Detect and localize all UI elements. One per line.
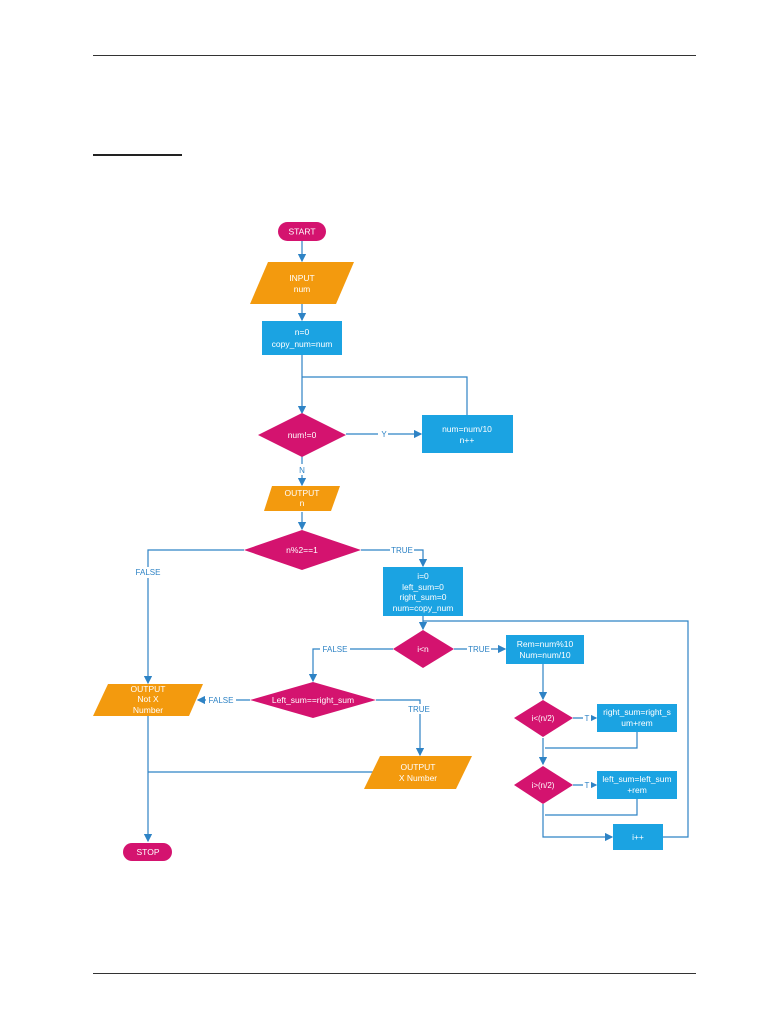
init-loop-box <box>383 567 463 616</box>
input-label-1: INPUT <box>289 273 315 283</box>
digit-step-label-2: n++ <box>460 435 475 445</box>
rem-step-label-2: Num=num/10 <box>519 650 571 660</box>
increment-label: i++ <box>632 832 644 842</box>
footer-rule <box>93 973 696 974</box>
decision-i-lt-n <box>393 630 454 668</box>
connector-mod-true <box>361 549 428 568</box>
output-not-label-1: OUTPUT <box>131 684 166 694</box>
output-x-label-1: OUTPUT <box>401 762 436 772</box>
rem-step-box <box>506 635 584 664</box>
decision-sum-equal <box>250 682 376 718</box>
t-label-2: T <box>585 781 590 790</box>
decision-i-lt-half <box>514 700 573 737</box>
decision-eq-label: Left_sum==right_sum <box>272 695 354 705</box>
true-label-1: TRUE <box>391 546 413 555</box>
false-label-3: FALSE <box>209 696 234 705</box>
edge-labels: Y N TRUE FALSE TRUE FALSE T T FALSE TRUE <box>133 429 591 790</box>
init-loop-label-3: right_sum=0 <box>399 592 446 602</box>
stop-label: STOP <box>137 847 160 857</box>
connector-i-false <box>308 648 393 683</box>
init-loop-label-2: left_sum=0 <box>402 582 444 592</box>
digit-step-box <box>422 415 513 453</box>
rem-step-label-1: Rem=num%10 <box>517 639 574 649</box>
shape-labels: START INPUT num n=0 copy_num=num num!=0 … <box>131 227 672 858</box>
connector-mod-false <box>143 549 244 685</box>
connector-right-merge <box>545 732 638 749</box>
t-label-1: T <box>585 714 590 723</box>
increment-box <box>613 824 663 850</box>
true-label-3: TRUE <box>408 705 430 714</box>
decision-lt-label: i<(n/2) <box>532 714 555 723</box>
right-sum-box <box>597 704 677 732</box>
decision-mod-label: n%2==1 <box>286 545 318 555</box>
init-label-2: copy_num=num <box>272 339 333 349</box>
init-loop-label-1: i=0 <box>417 571 429 581</box>
start-terminal <box>278 222 326 241</box>
stop-terminal <box>123 843 172 861</box>
output-n-parallelogram <box>264 486 340 511</box>
false-label-2: FALSE <box>323 645 348 654</box>
connectors <box>143 241 689 843</box>
digit-step-label-1: num=num/10 <box>442 424 492 434</box>
connector-loop-back-1 <box>302 376 468 415</box>
output-x-parallelogram <box>364 756 472 789</box>
decision-mod <box>244 530 361 570</box>
start-label: START <box>288 227 315 237</box>
output-n-label-1: OUTPUT <box>285 488 320 498</box>
output-not-label-2: Not X <box>137 694 159 704</box>
decision-num-nonzero <box>258 413 346 457</box>
header-rule <box>93 55 696 56</box>
left-sum-box <box>597 771 677 799</box>
false-label-1: FALSE <box>136 568 161 577</box>
init-loop-label-4: num=copy_num <box>393 603 454 613</box>
init-label-1: n=0 <box>295 327 310 337</box>
left-sum-label-2: +rem <box>627 785 647 795</box>
decision-i-label: i<n <box>417 644 429 654</box>
decision-num-label: num!=0 <box>288 430 317 440</box>
decision-i-gt-half <box>514 766 573 804</box>
output-not-label-3: Number <box>133 705 163 715</box>
input-label-2: num <box>294 284 311 294</box>
input-parallelogram <box>250 262 354 304</box>
heading-underline <box>93 154 182 156</box>
connector-left-merge <box>545 799 638 816</box>
output-not-x-parallelogram <box>93 684 203 716</box>
init-process-box <box>262 321 342 355</box>
connector-eq-true <box>376 699 425 757</box>
decision-gt-label: i>(n/2) <box>532 781 555 790</box>
true-label-2: TRUE <box>468 645 490 654</box>
right-sum-label-1: right_sum=right_s <box>603 707 671 717</box>
left-sum-label-1: left_sum=left_sum <box>602 774 671 784</box>
right-sum-label-2: um+rem <box>621 718 652 728</box>
connector-gt-inc <box>542 804 614 842</box>
yes-label: Y <box>381 430 387 439</box>
connector-loop-back-2 <box>423 620 689 838</box>
no-label: N <box>299 466 305 475</box>
output-x-label-2: X Number <box>399 773 437 783</box>
output-n-label-2: n <box>300 498 305 508</box>
